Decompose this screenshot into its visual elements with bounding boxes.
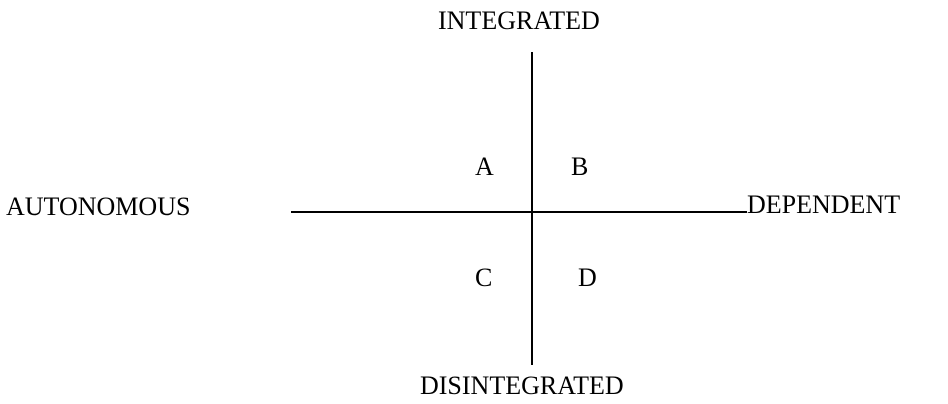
quadrant-label-c: C (475, 263, 493, 292)
horizontal-axis-line (291, 211, 747, 213)
axis-label-dependent: DEPENDENT (747, 190, 901, 219)
quadrant-label-a: A (475, 152, 494, 181)
vertical-axis-line (531, 52, 533, 365)
axis-label-autonomous: AUTONOMOUS (6, 192, 191, 221)
axis-label-disintegrated: DISINTEGRATED (420, 371, 624, 400)
quadrant-label-b: B (571, 152, 589, 181)
axis-label-integrated: INTEGRATED (438, 6, 600, 35)
quadrant-label-d: D (578, 263, 597, 292)
